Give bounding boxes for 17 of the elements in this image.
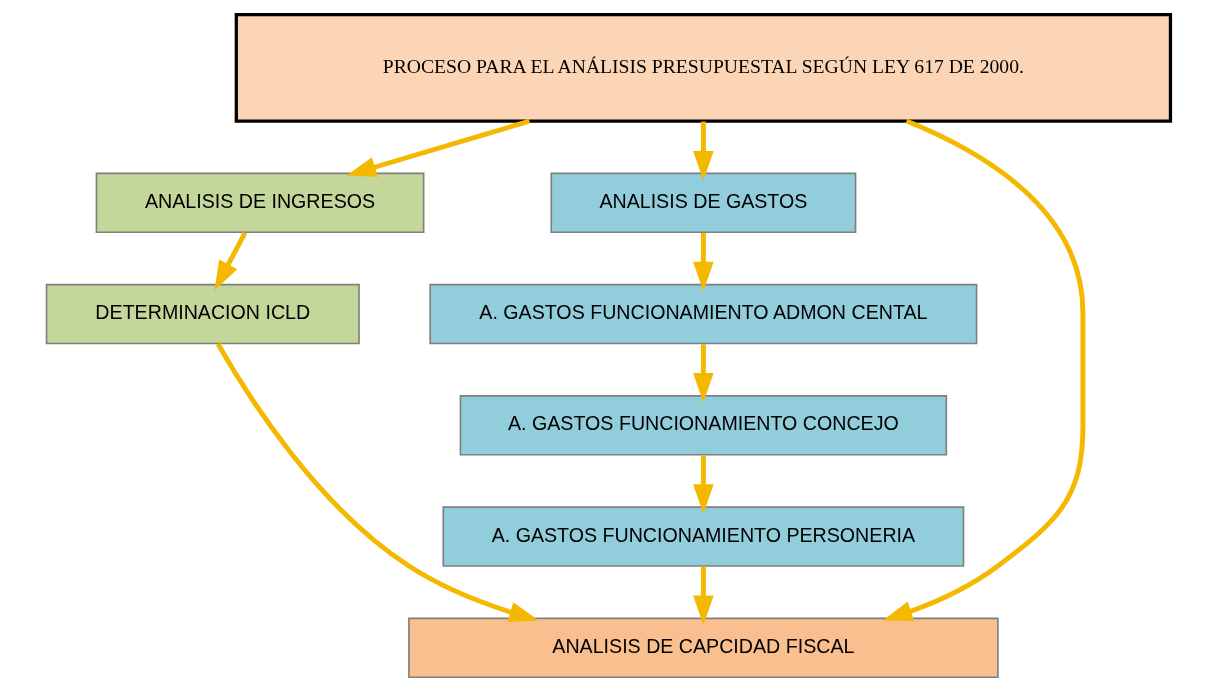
arrow bbox=[692, 344, 714, 403]
arrow bbox=[692, 232, 714, 292]
node-box: A. GASTOS FUNCIONAMIENTO CONCEJO bbox=[459, 395, 947, 456]
arrow bbox=[692, 455, 714, 514]
node-box: PROCESO PARA EL ANÁLISIS PRESUPUESTAL SEGÚN LEY 617 DE 2000. bbox=[234, 13, 1172, 123]
node-box: ANALISIS DE CAPCIDAD FISCAL bbox=[407, 617, 999, 679]
node-box: A. GASTOS FUNCIONAMIENTO PERSONERIA bbox=[441, 506, 964, 567]
arrow bbox=[215, 342, 539, 622]
node-box: ANALISIS DE INGRESOS bbox=[95, 172, 424, 234]
arrow bbox=[692, 566, 714, 626]
arrow bbox=[346, 118, 530, 177]
arrow bbox=[882, 118, 1085, 622]
arrow bbox=[213, 231, 247, 291]
arrow bbox=[692, 121, 714, 181]
node-box: ANALISIS DE GASTOS bbox=[549, 172, 856, 234]
node-box: DETERMINACION ICLD bbox=[45, 283, 360, 345]
node-box: A. GASTOS FUNCIONAMIENTO ADMON CENTAL bbox=[428, 283, 977, 345]
